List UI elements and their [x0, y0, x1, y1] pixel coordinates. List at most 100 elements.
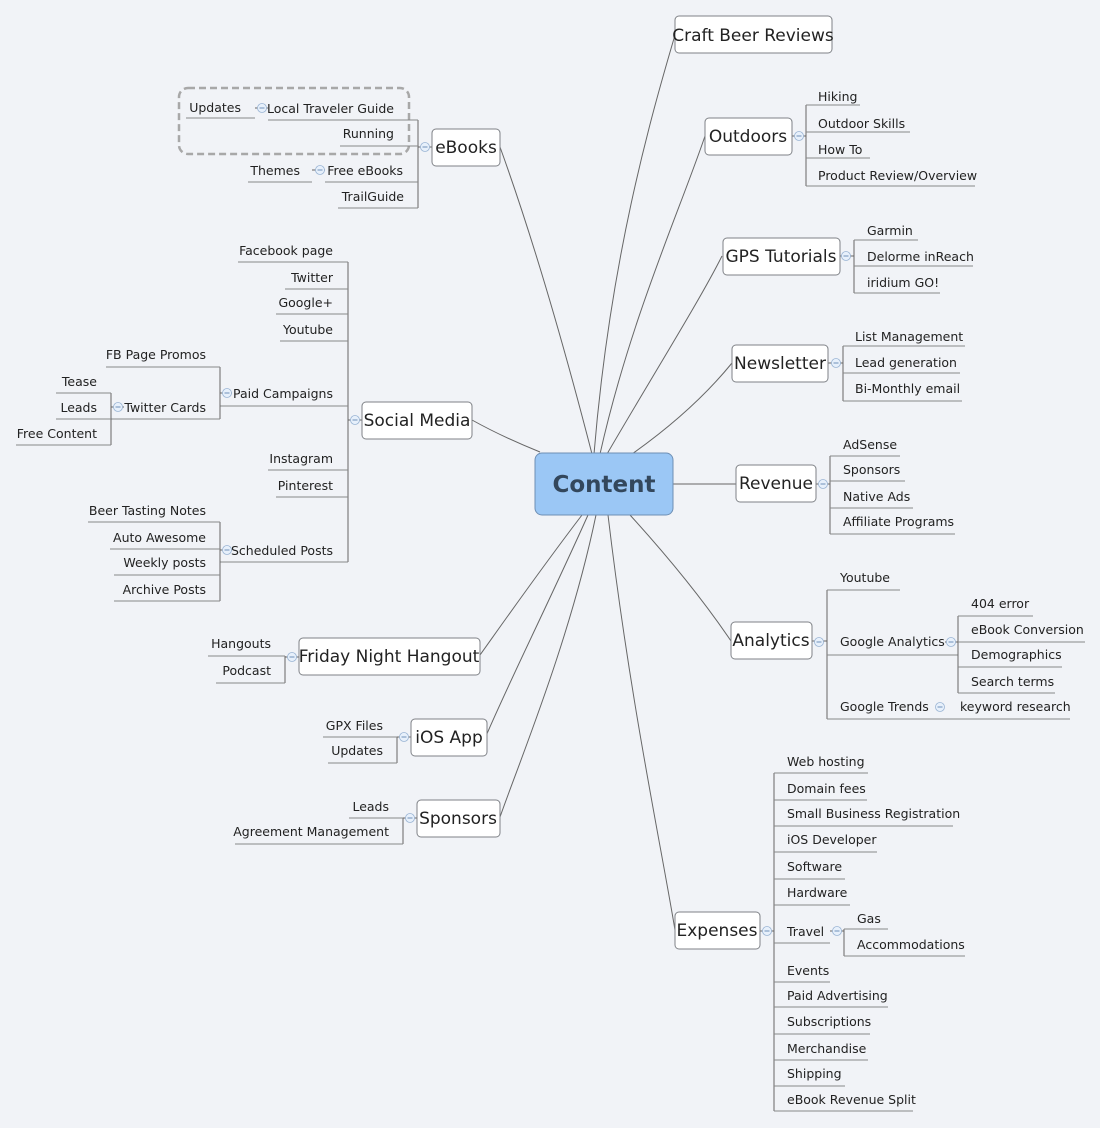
- social-item[interactable]: Facebook page: [239, 243, 333, 258]
- expense-item[interactable]: Software: [787, 859, 842, 874]
- topic-label: Newsletter: [734, 354, 826, 374]
- branch-expenses: Web hosting Domain fees Small Business R…: [760, 754, 965, 1112]
- revenue-item[interactable]: AdSense: [843, 437, 897, 452]
- ios-item[interactable]: Updates: [331, 743, 383, 758]
- collapse-toggle-icon[interactable]: [287, 652, 297, 662]
- outdoors-item[interactable]: Outdoor Skills: [818, 116, 905, 131]
- ga-item[interactable]: Search terms: [971, 674, 1054, 689]
- topic-sponsors[interactable]: Sponsors: [416, 799, 501, 838]
- topic-expenses[interactable]: Expenses: [674, 911, 761, 950]
- collapse-toggle-icon[interactable]: [315, 165, 325, 175]
- collapse-toggle-icon[interactable]: [257, 103, 267, 113]
- gps-item[interactable]: Garmin: [867, 223, 913, 238]
- ga-item[interactable]: 404 error: [971, 596, 1030, 611]
- outdoors-item[interactable]: How To: [818, 142, 862, 157]
- ebook-updates[interactable]: Updates: [189, 100, 241, 115]
- ga-item[interactable]: Demographics: [971, 647, 1062, 662]
- social-item[interactable]: Google+: [278, 295, 333, 310]
- topic-gps-tutorials[interactable]: GPS Tutorials: [722, 237, 841, 276]
- newsletter-item[interactable]: List Management: [855, 329, 963, 344]
- expense-item[interactable]: Paid Advertising: [787, 988, 888, 1003]
- expense-item[interactable]: Domain fees: [787, 781, 866, 796]
- ebook-running[interactable]: Running: [343, 126, 394, 141]
- social-item[interactable]: Twitter: [290, 270, 334, 285]
- revenue-item[interactable]: Affiliate Programs: [843, 514, 954, 529]
- paid-twitter-cards[interactable]: Twitter Cards: [123, 400, 206, 415]
- travel-item[interactable]: Accommodations: [857, 937, 965, 952]
- sponsors-item[interactable]: Agreement Management: [233, 824, 389, 839]
- topic-friday-night-hangout[interactable]: Friday Night Hangout: [298, 637, 481, 676]
- expense-item[interactable]: Merchandise: [787, 1041, 867, 1056]
- topic-craft-beer-reviews[interactable]: Craft Beer Reviews: [672, 15, 834, 54]
- topic-newsletter[interactable]: Newsletter: [731, 344, 829, 383]
- trends-item[interactable]: keyword research: [960, 699, 1071, 714]
- collapse-toggle-icon[interactable]: [794, 131, 804, 141]
- gps-item[interactable]: iridium GO!: [867, 275, 939, 290]
- ebook-trailguide[interactable]: TrailGuide: [341, 189, 405, 204]
- expense-item[interactable]: iOS Developer: [787, 832, 877, 847]
- revenue-item[interactable]: Sponsors: [843, 462, 900, 477]
- twitter-cards-item[interactable]: Leads: [60, 400, 97, 415]
- collapse-toggle-icon[interactable]: [350, 415, 360, 425]
- expense-item[interactable]: Shipping: [787, 1066, 842, 1081]
- expense-item[interactable]: Events: [787, 963, 829, 978]
- expense-item[interactable]: eBook Revenue Split: [787, 1092, 916, 1107]
- twitter-cards-item[interactable]: Free Content: [17, 426, 97, 441]
- scheduled-item[interactable]: Weekly posts: [123, 555, 206, 570]
- ios-item[interactable]: GPX Files: [326, 718, 383, 733]
- collapse-toggle-icon[interactable]: [405, 813, 415, 823]
- root-topic[interactable]: Content: [534, 452, 674, 516]
- ebook-free-ebooks[interactable]: Free eBooks: [327, 163, 403, 178]
- collapse-toggle-icon[interactable]: [399, 732, 409, 742]
- social-scheduled-posts[interactable]: Scheduled Posts: [231, 543, 333, 558]
- topic-social-media[interactable]: Social Media: [361, 401, 473, 440]
- sponsors-item[interactable]: Leads: [352, 799, 389, 814]
- collapse-toggle-icon[interactable]: [222, 388, 232, 398]
- newsletter-item[interactable]: Lead generation: [855, 355, 957, 370]
- friday-item[interactable]: Podcast: [222, 663, 271, 678]
- topic-outdoors[interactable]: Outdoors: [704, 117, 793, 156]
- collapse-toggle-icon[interactable]: [420, 142, 430, 152]
- collapse-toggle-icon[interactable]: [814, 637, 824, 647]
- collapse-toggle-icon[interactable]: [113, 402, 123, 412]
- social-item[interactable]: Pinterest: [278, 478, 333, 493]
- collapse-toggle-icon[interactable]: [832, 926, 842, 936]
- topic-analytics[interactable]: Analytics: [730, 621, 813, 660]
- scheduled-item[interactable]: Archive Posts: [123, 582, 206, 597]
- social-item[interactable]: Instagram: [269, 451, 333, 466]
- travel-item[interactable]: Gas: [857, 911, 881, 926]
- collapse-toggle-icon[interactable]: [762, 926, 772, 936]
- analytics-google-analytics[interactable]: Google Analytics: [840, 634, 945, 649]
- twitter-cards-item[interactable]: Tease: [61, 374, 97, 389]
- ga-item[interactable]: eBook Conversion: [971, 622, 1084, 637]
- topic-revenue[interactable]: Revenue: [735, 464, 817, 503]
- expense-item[interactable]: Small Business Registration: [787, 806, 960, 821]
- topic-ios-app[interactable]: iOS App: [410, 718, 488, 757]
- paid-fb-page-promos[interactable]: FB Page Promos: [106, 347, 206, 362]
- collapse-toggle-icon[interactable]: [946, 637, 956, 647]
- collapse-toggle-icon[interactable]: [831, 358, 841, 368]
- gps-item[interactable]: Delorme inReach: [867, 249, 974, 264]
- revenue-item[interactable]: Native Ads: [843, 489, 910, 504]
- expense-item[interactable]: Web hosting: [787, 754, 865, 769]
- outdoors-item[interactable]: Hiking: [818, 89, 857, 104]
- collapse-toggle-icon[interactable]: [818, 479, 828, 489]
- topic-ebooks[interactable]: eBooks: [431, 128, 501, 167]
- outdoors-item[interactable]: Product Review/Overview: [818, 168, 977, 183]
- friday-item[interactable]: Hangouts: [211, 636, 271, 651]
- ebook-themes[interactable]: Themes: [249, 163, 300, 178]
- collapse-toggle-icon[interactable]: [222, 545, 232, 555]
- scheduled-item[interactable]: Beer Tasting Notes: [89, 503, 206, 518]
- collapse-toggle-icon[interactable]: [935, 702, 945, 712]
- analytics-google-trends[interactable]: Google Trends: [840, 699, 929, 714]
- collapse-toggle-icon[interactable]: [841, 251, 851, 261]
- expense-travel[interactable]: Travel: [786, 924, 824, 939]
- social-paid-campaigns[interactable]: Paid Campaigns: [233, 386, 333, 401]
- analytics-youtube[interactable]: Youtube: [839, 570, 890, 585]
- expense-item[interactable]: Hardware: [787, 885, 848, 900]
- newsletter-item[interactable]: Bi-Monthly email: [855, 381, 960, 396]
- scheduled-item[interactable]: Auto Awesome: [113, 530, 206, 545]
- social-item[interactable]: Youtube: [282, 322, 333, 337]
- ebook-local-traveler-guide[interactable]: Local Traveler Guide: [267, 101, 394, 116]
- expense-item[interactable]: Subscriptions: [787, 1014, 871, 1029]
